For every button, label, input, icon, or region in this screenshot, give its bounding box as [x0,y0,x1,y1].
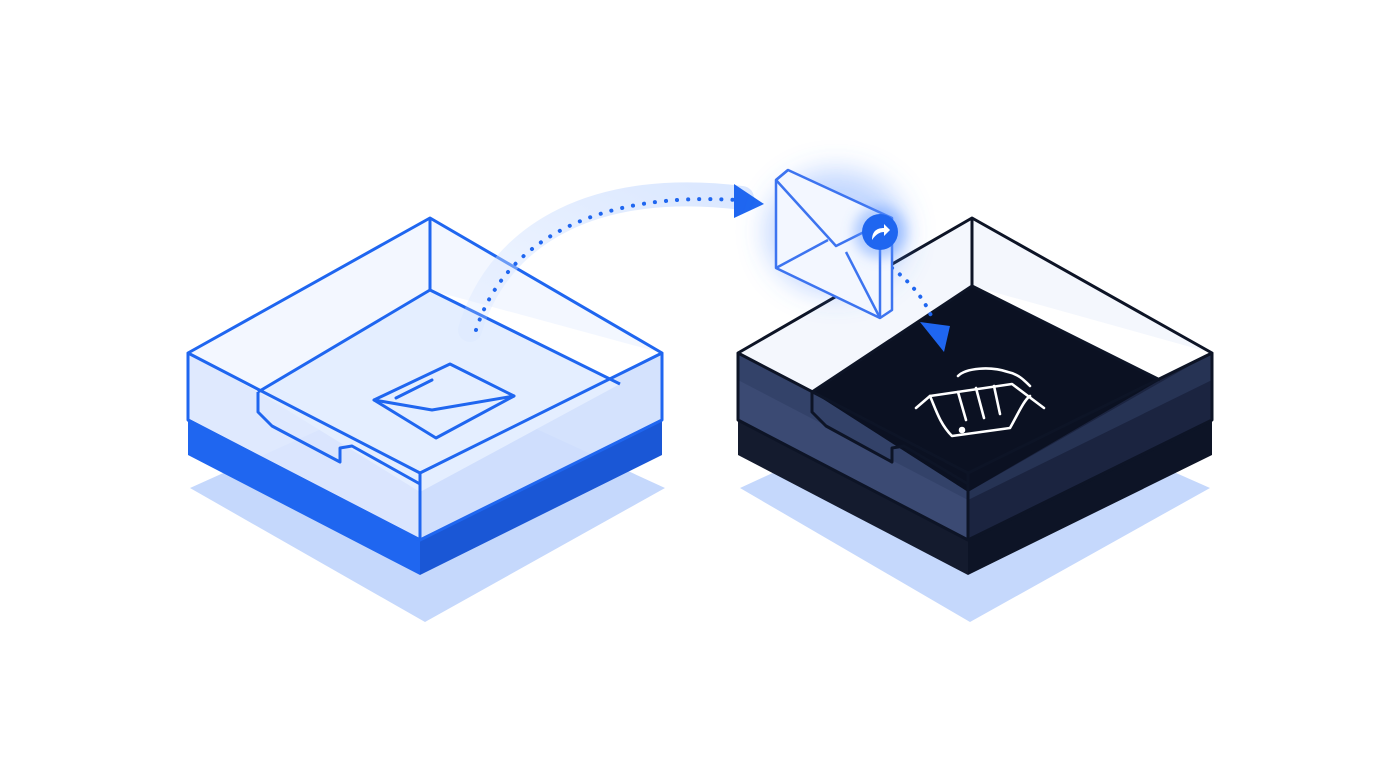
transfer-connector [458,182,950,352]
forward-arrow-icon [872,224,890,240]
moving-envelope [766,168,906,320]
inbox-tray-back-wall [188,218,662,392]
trash-icon [914,367,1046,438]
arrowhead-icon [734,184,764,218]
moving-envelope-icon [774,168,894,320]
trash-tray-back-wall [738,218,1212,392]
forward-badge [854,206,906,258]
trash-tray-base-right [968,420,1212,575]
inbox-tray [186,216,665,622]
connector-dotted-line-2 [890,266,934,320]
trash-tray-floor-front [738,353,1212,500]
inbox-tray-wall-right [420,353,662,540]
connector-glow-band [458,182,754,342]
arrowhead-icon-2 [920,322,950,352]
inbox-tray-base-left [188,420,420,575]
inbox-envelope-icon [372,362,516,440]
inbox-tray-base-right [420,420,662,575]
trash-tray-base-left [738,420,968,575]
inbox-tray-wall-left [188,353,420,540]
trash-tray [736,216,1214,622]
